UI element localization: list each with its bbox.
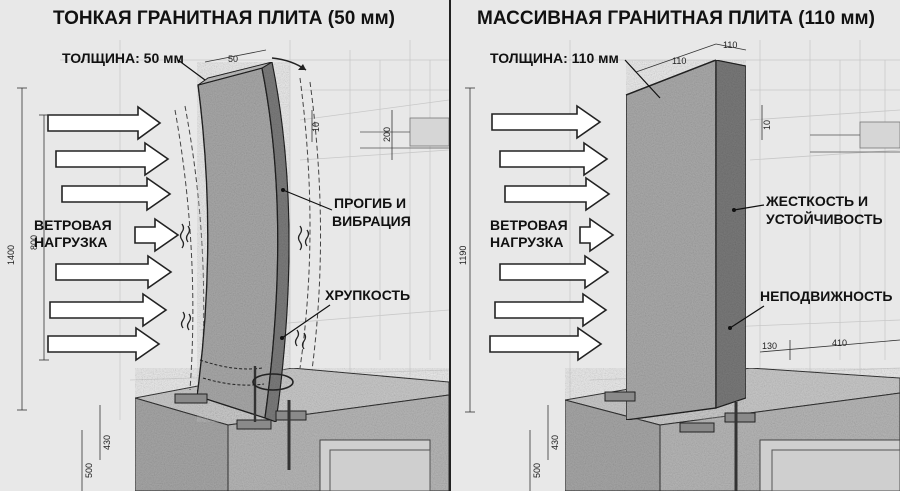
right-wind-label-line2: НАГРУЗКА [490, 234, 563, 250]
left-deflection-label-line1: ПРОГИБ И [334, 195, 406, 211]
left-beam-sketch [360, 117, 449, 149]
wind-arrow-icon [49, 292, 168, 328]
dim-thickness-top: 110 [723, 40, 737, 50]
dim-thickness-front: 110 [672, 56, 686, 66]
dim-base-height: 430 [102, 435, 112, 450]
panel-divider [449, 0, 451, 491]
wind-arrow-icon [499, 254, 610, 290]
anchor-bolt-icon [275, 410, 307, 421]
wind-arrow-icon [499, 141, 609, 177]
vibration-wave-icon [179, 223, 191, 249]
wind-arrow-icon [494, 292, 608, 328]
left-wind-label-line1: ВЕТРОВАЯ [34, 217, 112, 233]
left-deflection-label-line2: ВИБРАЦИЯ [332, 213, 411, 229]
anchor-bolt-icon [679, 422, 715, 433]
right-dimensions: 1190 430 500 10 110 110 130 410 [458, 40, 900, 491]
wind-arrow-icon [61, 176, 172, 212]
left-panel: 1400 800 430 500 200 10 50 ТОНКАЯ ГРАНИТ… [0, 0, 449, 491]
wind-arrow-icon [47, 326, 161, 362]
wind-arrow-icon [579, 217, 615, 253]
right-title: МАССИВНАЯ ГРАНИТНАЯ ПЛИТА (110 мм) [477, 8, 875, 29]
right-anchors [604, 391, 756, 491]
anchor-bolt-icon [604, 391, 636, 402]
right-background-lines [510, 40, 900, 420]
right-wind-arrows [489, 104, 615, 362]
right-immobility-label: НЕПОДВИЖНОСТЬ [760, 288, 892, 304]
wind-arrow-icon [55, 254, 173, 290]
wind-arrow-icon [504, 176, 611, 212]
dim-gap: 10 [762, 120, 772, 130]
thin-granite-slab [196, 61, 290, 423]
left-fragility-label: ХРУПКОСТЬ [325, 287, 410, 303]
dim-offset-b: 410 [832, 338, 847, 348]
dim-total-height: 1190 [458, 246, 468, 265]
left-anchors [174, 366, 307, 470]
dim-foundation-height: 500 [84, 463, 94, 478]
massive-granite-slab [625, 58, 747, 421]
left-dimensions: 1400 800 430 500 200 10 50 [6, 49, 393, 491]
left-thickness-label: ТОЛЩИНА: 50 мм [62, 50, 184, 66]
dim-panel-height: 800 [29, 235, 39, 250]
wind-arrow-icon [134, 217, 180, 253]
left-title: ТОНКАЯ ГРАНИТНАЯ ПЛИТА (50 мм) [53, 8, 395, 29]
wind-arrow-icon [491, 104, 602, 140]
right-thickness-label: ТОЛЩИНА: 110 мм [490, 50, 619, 66]
vibration-wave-icon [297, 225, 310, 251]
vibration-wave-icon [294, 329, 307, 350]
wind-arrow-icon [489, 326, 603, 362]
dim-beam-height: 200 [382, 127, 392, 142]
dim-offset-a: 130 [762, 341, 777, 351]
right-beam-sketch [810, 121, 900, 153]
anchor-bolt-icon [174, 393, 208, 404]
right-foundation-opening [759, 439, 900, 491]
left-foundation-opening [319, 439, 431, 491]
right-rigidity-label-line1: ЖЕСТКОСТЬ И [765, 193, 868, 209]
anchor-bolt-icon [724, 412, 756, 423]
vibration-wave-icon [180, 311, 192, 331]
dim-foundation-height: 500 [532, 463, 542, 478]
left-wind-label-line2: НАГРУЗКА [34, 234, 107, 250]
wind-arrow-icon [47, 105, 162, 141]
dim-gap: 10 [311, 122, 321, 132]
dim-base-height: 430 [550, 435, 560, 450]
dim-total-height: 1400 [6, 245, 16, 265]
left-wind-arrows [47, 105, 180, 362]
dim-thickness: 50 [228, 54, 238, 64]
left-vibration-waves [179, 223, 310, 350]
right-wind-label-line1: ВЕТРОВАЯ [490, 217, 568, 233]
left-crack-lines [199, 359, 265, 386]
right-rigidity-label-line2: УСТОЙЧИВОСТЬ [766, 210, 883, 227]
right-panel: 1190 430 500 10 110 110 130 410 МАССИВНА… [451, 0, 900, 491]
wind-arrow-icon [55, 141, 170, 177]
